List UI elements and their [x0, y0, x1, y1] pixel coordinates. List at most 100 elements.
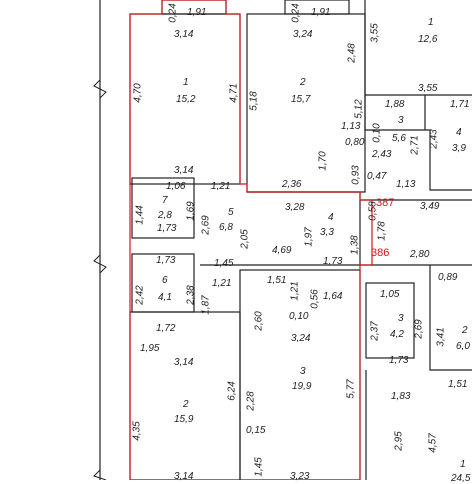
dimension-label: 0,80	[345, 137, 365, 148]
dimension-label: 1,21	[212, 278, 232, 289]
dimension-label: 6,24	[226, 381, 238, 401]
dimension-label: 0,24	[167, 3, 179, 23]
dimension-label: 3,14	[174, 357, 194, 368]
room-number: 3	[398, 313, 404, 324]
dimension-label: 1,64	[323, 291, 343, 302]
dimension-label: 1,87	[200, 295, 212, 315]
dimension-label: 0,10	[289, 311, 309, 322]
room-area: 2,8	[158, 210, 172, 221]
dimension-label: 0,56	[309, 289, 321, 309]
dimension-label: 1,13	[341, 121, 361, 132]
dimension-label: 0,10	[371, 123, 383, 143]
dimension-label: 2,69	[200, 215, 212, 235]
room-number: 5	[228, 207, 234, 218]
dimension-label: 3,55	[369, 23, 381, 43]
room-number: 2	[300, 77, 306, 88]
apartment-number: 387	[376, 197, 395, 209]
dimension-label: 1,70	[317, 151, 329, 171]
dimension-label: 3,28	[285, 202, 305, 213]
dimension-label: 1,06	[166, 181, 186, 192]
room-area: 6,0	[456, 341, 470, 352]
dimension-label: 3,23	[290, 471, 310, 482]
dimension-label: 5,18	[248, 91, 260, 111]
dimension-label: 0,47	[367, 171, 387, 182]
room-number: 3	[398, 115, 404, 126]
dimension-label: 0,89	[438, 272, 458, 283]
dimension-label: 2,28	[245, 391, 257, 411]
dimension-label: 0,24	[290, 3, 302, 23]
dimension-label: 1,13	[396, 179, 416, 190]
room-number: 3	[300, 366, 306, 377]
dimension-label: 1,45	[253, 457, 265, 477]
dimension-label: 3,14	[174, 165, 194, 176]
dimension-label: 3,24	[293, 29, 313, 40]
dimension-label: 2,80	[410, 249, 430, 260]
room-number: 1	[183, 77, 189, 88]
dimension-label: 5,77	[345, 379, 357, 399]
dimension-label: 2,95	[393, 431, 405, 451]
dimension-label: 2,05	[239, 229, 251, 249]
dimension-label: 3,41	[435, 327, 447, 347]
dimension-label: 1,91	[187, 7, 207, 18]
dimension-label: 2,60	[253, 311, 265, 331]
dimension-label: 2,42	[134, 285, 146, 305]
dimension-label: 1,88	[385, 99, 405, 110]
dimension-label: 3,14	[174, 471, 194, 482]
room-number: 4	[456, 127, 462, 138]
room-area: 19,9	[292, 381, 312, 392]
room-area: 4,2	[390, 329, 404, 340]
dimension-label: 1,38	[349, 235, 361, 255]
room-area: 24,5	[451, 473, 471, 484]
dimension-label: 4,69	[272, 245, 292, 256]
room-area: 3,3	[320, 227, 334, 238]
dimension-label: 1,45	[214, 258, 234, 269]
room-number: 6	[162, 275, 168, 286]
dimension-label: 2,36	[282, 179, 302, 190]
room-area: 4,1	[158, 292, 172, 303]
dimension-label: 3,14	[174, 29, 194, 40]
apartment-number: 386	[371, 247, 390, 259]
dimension-label: 2,48	[346, 43, 358, 63]
dimension-label: 1,72	[156, 323, 176, 334]
dimension-label: 1,78	[376, 221, 388, 241]
room-area: 6,8	[219, 222, 233, 233]
dimension-label: 1,83	[391, 391, 411, 402]
dimension-label: 3,55	[418, 83, 438, 94]
dimension-label: 1,95	[140, 343, 160, 354]
dimension-label: 1,51	[267, 275, 287, 286]
room-area: 15,7	[291, 94, 311, 105]
room-number: 1	[428, 17, 434, 28]
dimension-label: 1,05	[380, 289, 400, 300]
room-number: 2	[462, 325, 468, 336]
room-number: 1	[460, 459, 466, 470]
dimension-label: 4,70	[132, 83, 144, 103]
dimension-label: 0,93	[350, 165, 362, 185]
room-area: 12,6	[418, 34, 438, 45]
dimension-label: 0,58	[367, 201, 379, 221]
dimension-label: 1,91	[311, 7, 331, 18]
dimension-label: 2,69	[413, 319, 425, 339]
dimension-label: 3,24	[291, 333, 311, 344]
room-area: 3,9	[452, 143, 466, 154]
dimension-label: 1,73	[389, 355, 409, 366]
dimension-label: 1,51	[448, 379, 468, 390]
room-number: 2	[183, 399, 189, 410]
dimension-label: 1,97	[303, 227, 315, 247]
dimension-label: 4,35	[131, 421, 143, 441]
dimension-label: 4,57	[427, 433, 439, 453]
dimension-label: 1,44	[134, 205, 146, 225]
room-area: 15,9	[174, 414, 194, 425]
dimension-label: 2,71	[409, 135, 421, 155]
dimension-label: 4,71	[228, 83, 240, 103]
dimension-label: 2,43	[428, 129, 440, 149]
dimension-label: 0,15	[246, 425, 266, 436]
dimension-label: 1,73	[156, 255, 176, 266]
dimension-label: 1,69	[185, 201, 197, 221]
dimension-label: 1,21	[289, 281, 301, 301]
dimension-label: 1,21	[211, 181, 231, 192]
room-number: 4	[328, 212, 334, 223]
dimension-label: 1,71	[450, 99, 470, 110]
dimension-label: 3,49	[420, 201, 440, 212]
dimension-label: 1,73	[323, 256, 343, 267]
